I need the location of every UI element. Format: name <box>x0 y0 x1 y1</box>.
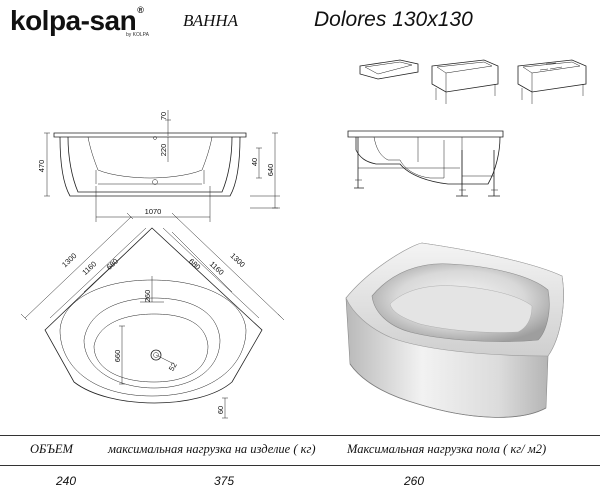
model-title: Dolores 130x130 <box>314 8 473 31</box>
dim-plan-right: 1300 <box>229 251 247 269</box>
spec-value-max-load-floor: 260 <box>404 474 425 488</box>
dim-plan-left-inner: 1160 <box>80 259 98 277</box>
dim-plan-right-short: 680 <box>187 257 202 272</box>
dim-plan-left: 1300 <box>60 251 78 269</box>
dim-top: 70 <box>159 112 168 120</box>
dim-height: 470 <box>37 160 46 173</box>
brand-logo: kolpa-san® <box>10 5 144 37</box>
dim-bottom-width: 1070 <box>145 207 162 216</box>
tub-render <box>345 242 564 418</box>
side-elevation <box>347 130 504 197</box>
table-rule-middle <box>0 465 600 466</box>
front-elevation: 470 70 220 40 640 1070 <box>37 110 280 222</box>
thumbnail-tub-panel <box>431 59 499 104</box>
spec-header-max-load-product: максимальная нагрузка на изделие ( кг) <box>108 442 316 456</box>
dim-plan-left-short: 680 <box>105 257 120 272</box>
spec-table <box>0 435 600 500</box>
spec-header-volume: ОБЪЕМ <box>30 442 73 456</box>
dim-offset: 40 <box>250 158 259 166</box>
brand-subtitle: by KOLPA <box>126 32 149 38</box>
dim-inner: 220 <box>159 144 168 157</box>
technical-drawing: 470 70 220 40 640 1070 <box>20 59 587 419</box>
plan-view: 1300 1160 680 680 1160 1300 260 660 52 6… <box>20 212 285 419</box>
dim-edge-offset: 60 <box>216 406 225 414</box>
thumbnail-tub-plain <box>359 59 419 80</box>
header: kolpa-san® by KOLPA ВАННА Dolores 130x13… <box>0 0 600 44</box>
dim-drain-radius: 52 <box>167 361 179 373</box>
table-rule-top <box>0 435 600 436</box>
brand-name: kolpa-san <box>10 5 137 36</box>
spec-value-max-load-product: 375 <box>214 474 235 488</box>
spec-header-max-load-floor: Максимальная нагрузка пола ( кг/ м2) <box>347 442 547 456</box>
spec-value-volume: 240 <box>56 474 77 488</box>
dim-total-height: 640 <box>266 164 275 177</box>
dim-inner-depth: 660 <box>113 350 122 363</box>
registered-mark: ® <box>137 5 144 15</box>
product-type: ВАННА <box>183 11 239 30</box>
dim-corner-offset: 260 <box>143 290 152 303</box>
thumbnail-tub-hydro <box>517 59 587 104</box>
